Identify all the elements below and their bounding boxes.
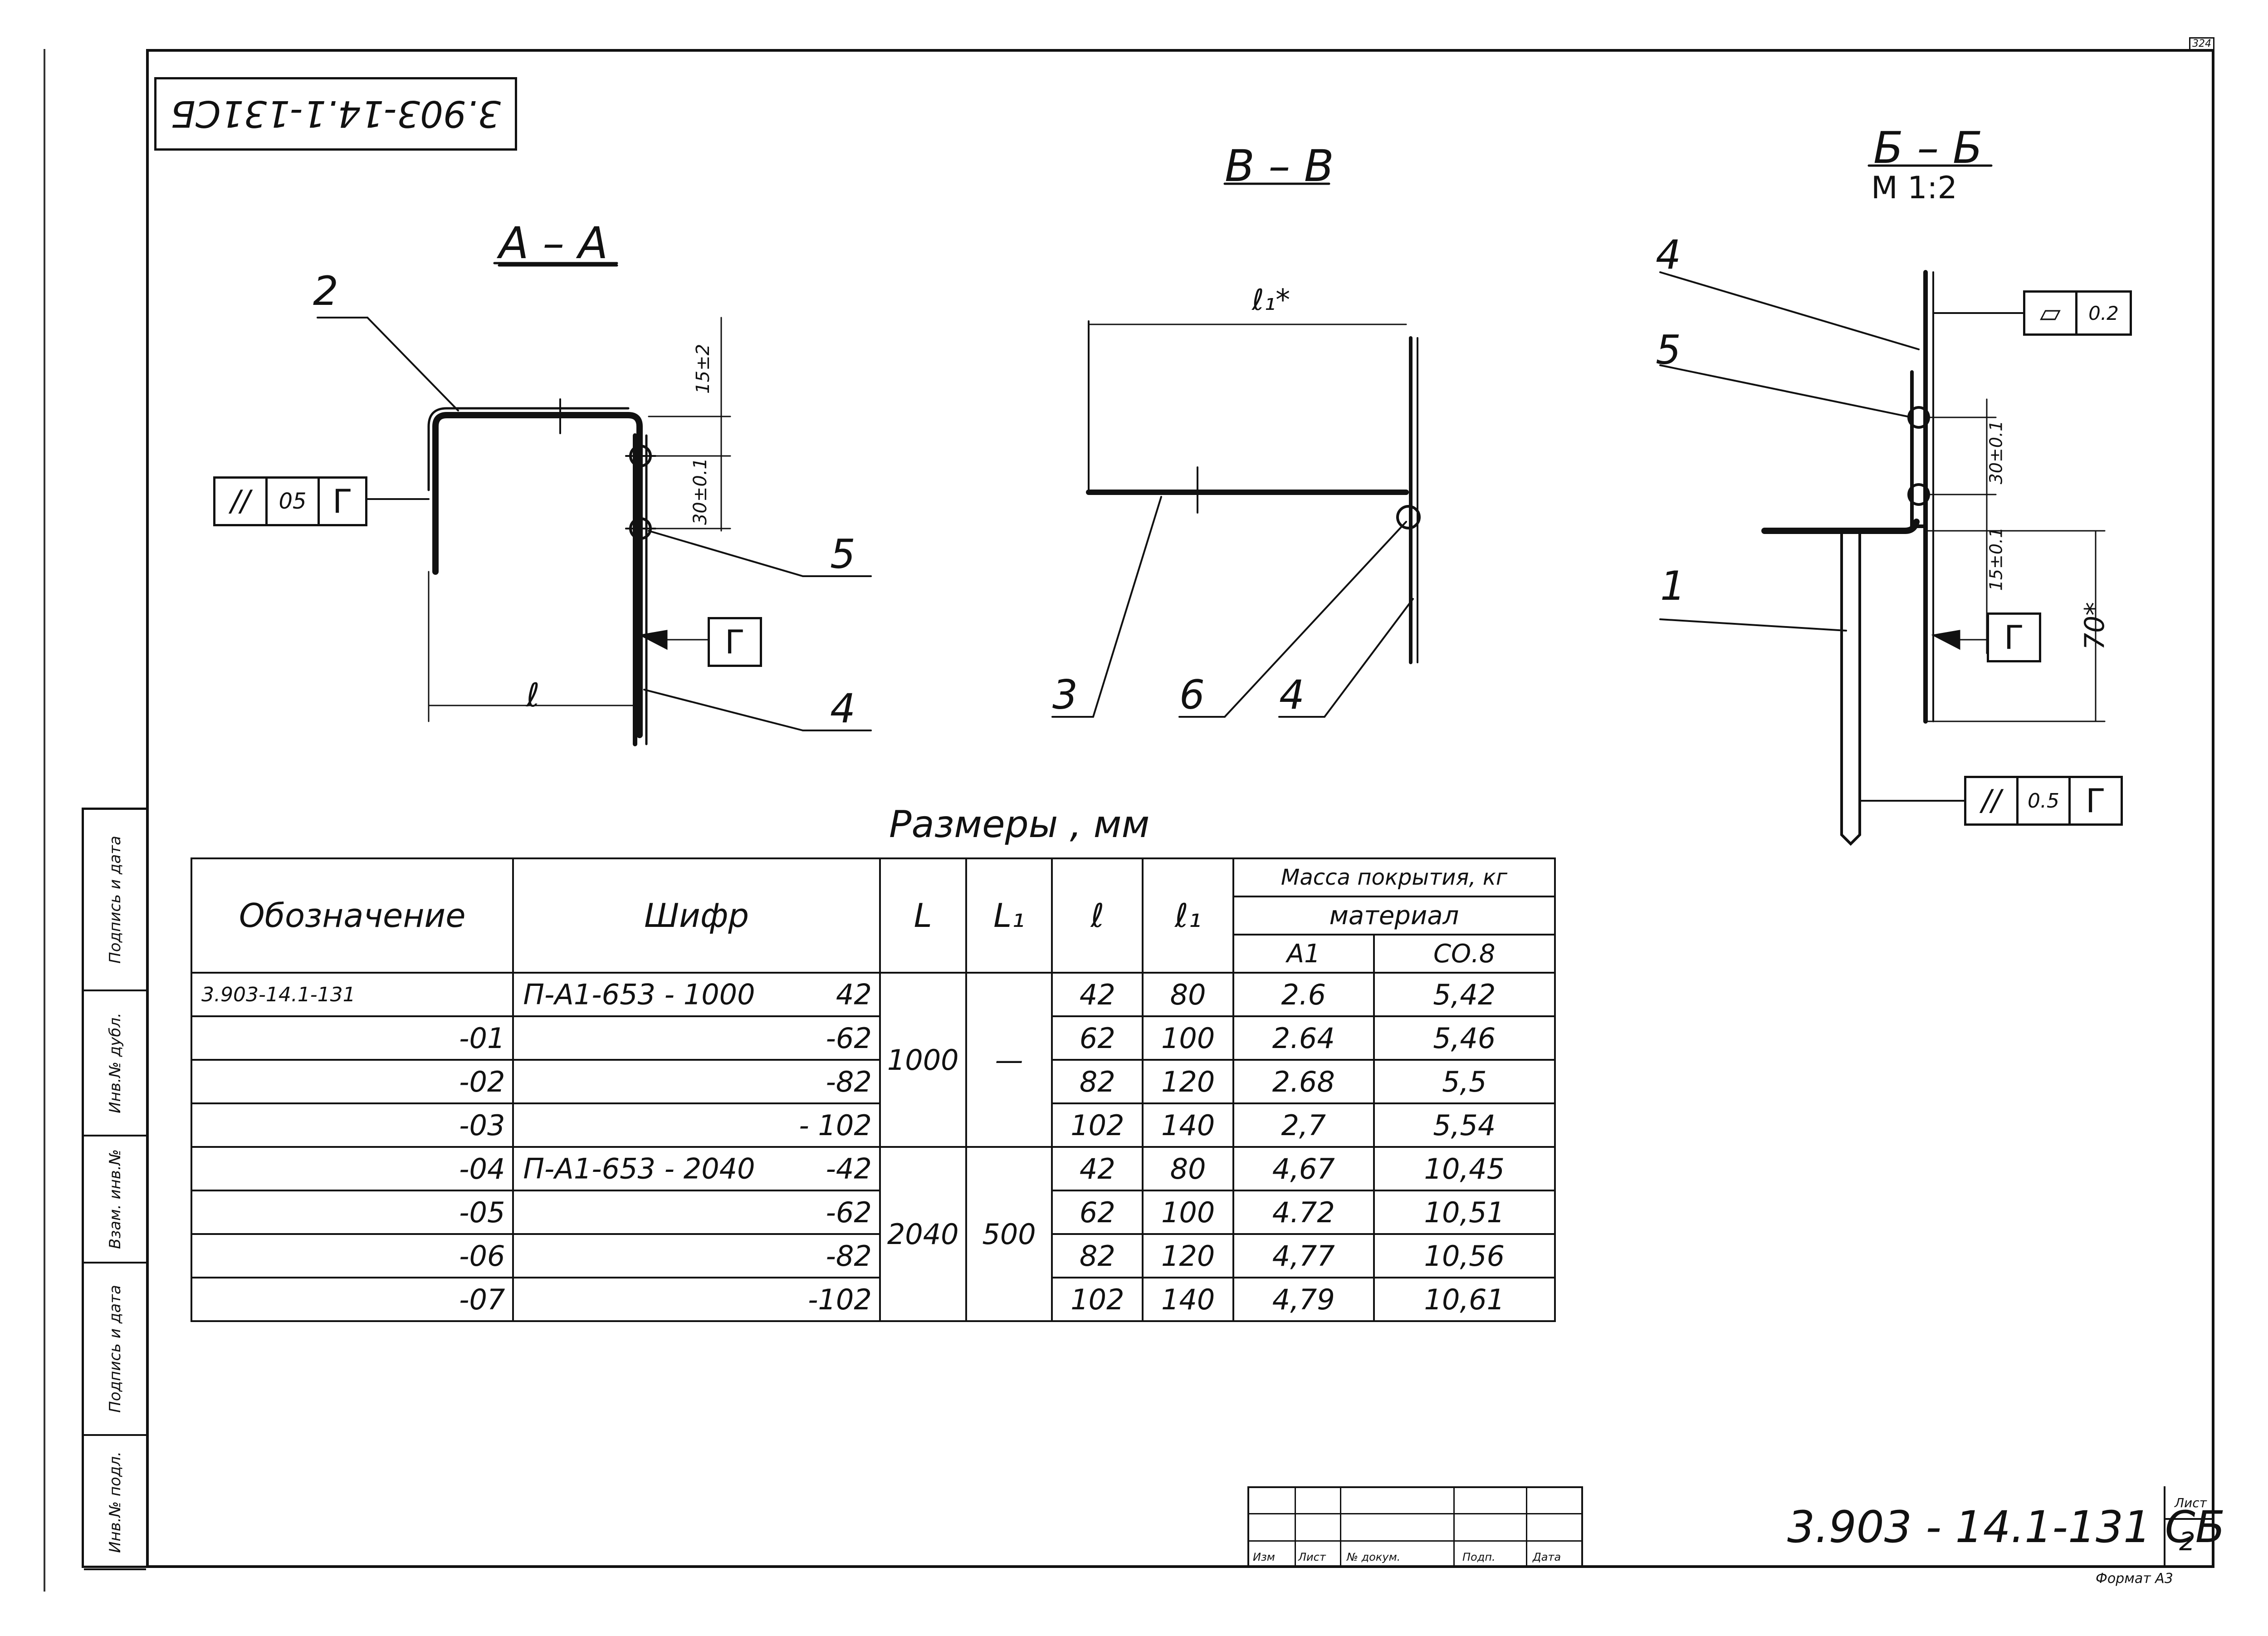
callout-4-vv: 4 (1279, 671, 1305, 718)
drawing-frame (146, 49, 2214, 1568)
hdr-l1: ℓ₁ (1142, 857, 1235, 974)
view-aa-title: А – А (499, 218, 608, 269)
table-row: -05 -62 62 100 4.72 10,51 (190, 1190, 1556, 1235)
side-cell-1: Подпись и дата (84, 1264, 146, 1436)
main-document-code: 3.903 - 14.1-131 СБ (1787, 1502, 2225, 1553)
par-sym: // (1966, 778, 2019, 823)
side-cell-3: Инв.№ дубл. (84, 991, 146, 1136)
callout-4-bb: 4 (1656, 231, 1681, 278)
hdr-mass: Масса покрытия, кг (1232, 857, 1556, 897)
dim-l-aa: ℓ (526, 676, 540, 714)
tb-label-list: Лист (1298, 1551, 1326, 1563)
dimensions-table: Обозначение Шифр L L₁ ℓ ℓ₁ Масса покрыти… (190, 857, 1556, 1322)
weld-datum-box-aa: Г (708, 617, 762, 667)
tolerance-frame-aa: // 05 Г (213, 476, 367, 526)
sheet-number: 2 (2179, 1527, 2195, 1557)
outer-border (44, 49, 2214, 1592)
parallel-frame-bb: // 0.5 Г (1964, 776, 2123, 826)
tb-label-izm: Изм (1253, 1551, 1275, 1563)
hdr-L1: L₁ (965, 857, 1053, 974)
hdr-l: ℓ (1051, 857, 1144, 974)
hdr-co8: СО.8 (1373, 934, 1556, 974)
hdr-material: материал (1232, 896, 1556, 936)
callout-5-aa: 5 (830, 531, 855, 578)
side-cell-2: Взам. инв.№ (84, 1136, 146, 1264)
tol-datum-aa: Г (332, 482, 352, 520)
hdr-code: Шифр (512, 857, 881, 974)
flatness-frame-bb: ▱ 0.2 (2023, 290, 2132, 336)
group2-L1: 500 (965, 1146, 1053, 1322)
sheet-label: Лист (2175, 1495, 2207, 1510)
table-row: -07 -102 102 140 4,79 10,61 (190, 1277, 1556, 1322)
flatness-val: 0.2 (2088, 302, 2119, 324)
dim-30-aa: 30±0.1 (690, 457, 711, 525)
table-row: 3.903-14.1-131 П-А1-653 - 1000 42 1000 —… (190, 972, 1556, 1148)
side-cell-4: Подпись и дата (84, 810, 146, 991)
table-title: Размеры , мм (889, 803, 1150, 846)
hdr-L: L (879, 857, 967, 974)
corner-number: 324 (2192, 38, 2211, 49)
table-row: -02 -82 82 120 2.68 5,5 (190, 1059, 1556, 1104)
flatness-sym: ▱ (2025, 293, 2077, 333)
dim-30-bb: 30±0.1 (1986, 420, 2006, 485)
dim-15-aa: 15±2 (692, 344, 714, 394)
view-bb-geometry (1659, 164, 2106, 846)
group2-L: 2040 (879, 1146, 967, 1322)
par-datum: Г (2086, 782, 2106, 820)
tb-label-doc: № докум. (1347, 1551, 1401, 1563)
view-aa-geometry (317, 262, 872, 746)
tb-label-sign: Подп. (1462, 1551, 1496, 1563)
tb-label-date: Дата (1533, 1551, 1561, 1563)
callout-4-aa: 4 (830, 685, 855, 732)
view-bb-title: Б – Б (1873, 122, 1983, 173)
group1-L: 1000 (879, 972, 967, 1148)
dim-15-bb: 15±0.1 (1986, 527, 2006, 591)
hdr-a1: А1 (1232, 934, 1375, 974)
format-label: Формат А3 (2096, 1571, 2173, 1587)
group1-L1: — (965, 972, 1053, 1148)
sheet-number-box: Лист 2 (2164, 1486, 2214, 1568)
table-row: -06 -82 82 120 4,77 10,56 (190, 1233, 1556, 1278)
tol-sym-aa: // (215, 479, 268, 524)
callout-1: 1 (1660, 563, 1686, 609)
table-row: -03 - 102 102 140 2,7 5,54 (190, 1102, 1556, 1148)
corner-number-box: 324 (2189, 37, 2214, 51)
tol-val-aa: 05 (268, 479, 320, 524)
view-bb-scale: М 1:2 (1871, 170, 1957, 206)
dim-70-bb: 70* (2079, 602, 2111, 651)
par-val: 0.5 (2019, 778, 2071, 823)
view-vv-geometry (1051, 182, 1421, 718)
callout-6: 6 (1179, 671, 1205, 718)
side-approval-strip: Инв.№ подл. Подпись и дата Взам. инв.№ И… (82, 808, 146, 1570)
table-row: -01 -62 62 100 2.64 5,46 (190, 1015, 1556, 1061)
view-vv-title: В – В (1225, 141, 1334, 191)
side-cell-0: Инв.№ подл. (84, 1436, 146, 1570)
inverted-code-stamp: 3.903-14.1-131СБ (154, 77, 517, 151)
hdr-designation: Обозначение (190, 857, 514, 974)
weld-datum-box-bb: Г (1987, 612, 2041, 662)
callout-2: 2 (313, 268, 338, 314)
dim-l1-vv: ℓ₁* (1252, 284, 1290, 317)
callout-5-bb: 5 (1656, 327, 1681, 373)
callout-3: 3 (1052, 671, 1078, 718)
table-row: -04 П-А1-653 - 2040 -42 2040 500 42 80 4… (190, 1146, 1556, 1322)
revision-title-block: Изм Лист № докум. Подп. Дата (1247, 1486, 1583, 1568)
